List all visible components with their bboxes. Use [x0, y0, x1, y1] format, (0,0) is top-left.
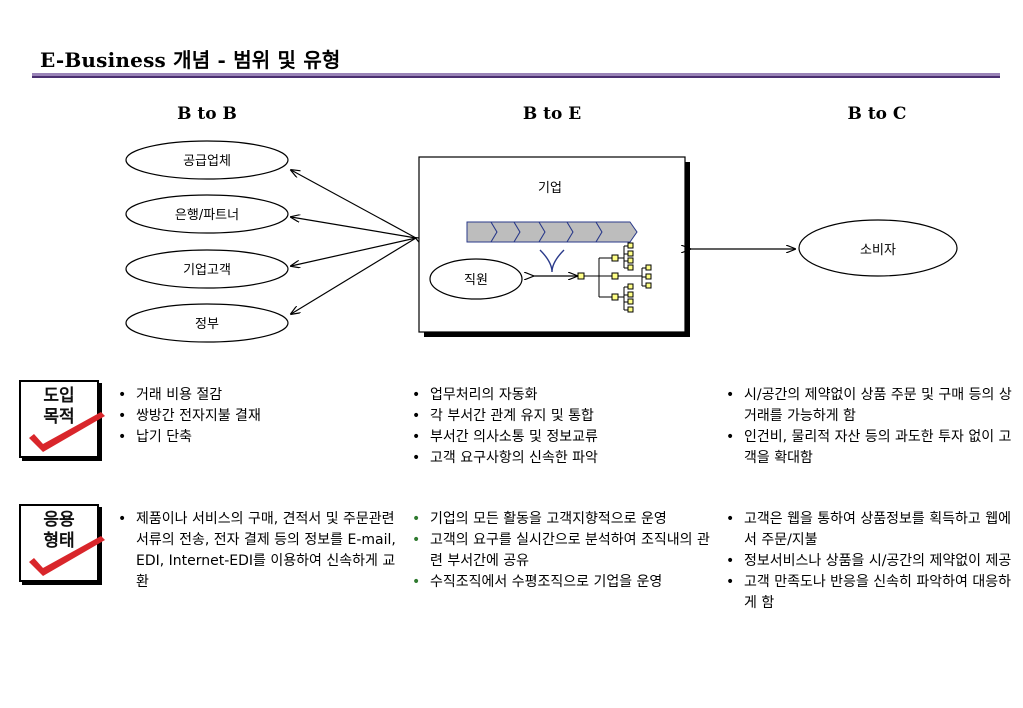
purpose-label-line2: 목적	[43, 407, 75, 427]
list-item: 시/공간의 제약없이 상품 주문 및 구매 등의 상거래를 가능하게 함	[726, 385, 1022, 427]
list-item: 납기 단축	[118, 427, 402, 448]
column-header-b2b: B to B	[177, 104, 237, 124]
list-item: 제품이나 서비스의 구매, 견적서 및 주문관련 서류의 전송, 전자 결제 등…	[118, 509, 407, 593]
list-item: 쌍방간 전자지불 결재	[118, 406, 402, 427]
list-item: 고객 요구사항의 신속한 파악	[412, 448, 716, 469]
check-mark-icon	[29, 412, 105, 452]
column-header-b2c: B to C	[847, 104, 907, 124]
employee-node	[429, 258, 523, 300]
usage-label-line1: 응용	[43, 510, 75, 530]
b2b-node-customer	[125, 249, 289, 289]
list-item: 고객은 웹을 통하여 상품정보를 획득하고 웹에서 주문/지불	[726, 509, 1022, 551]
list-item: 정보서비스나 상품을 시/공간의 제약없이 제공	[726, 551, 1022, 572]
enterprise-label: 기업	[538, 181, 562, 196]
title-rule	[32, 73, 1000, 76]
b2b-label-government: 정부	[195, 317, 219, 332]
org-chart-icon	[577, 242, 652, 313]
list-item: 업무처리의 자동화	[412, 385, 716, 406]
usage-b2e-list: 기업의 모든 활동을 고객지향적으로 운영 고객의 요구를 실시간으로 분석하여…	[412, 509, 718, 593]
b2b-node-supplier	[125, 140, 289, 180]
purpose-b2b-list: 거래 비용 절감 쌍방간 전자지불 결재 납기 단축	[118, 385, 402, 448]
check-mark-icon	[29, 536, 105, 576]
title-rule-dark	[32, 76, 1000, 78]
b2b-node-government	[125, 303, 289, 343]
page-title: E-Business 개념 - 범위 및 유형	[40, 48, 341, 72]
usage-b2c-list: 고객은 웹을 통하여 상품정보를 획득하고 웹에서 주문/지불 정보서비스나 상…	[726, 509, 1022, 614]
enterprise-box	[418, 156, 686, 333]
usage-label-line2: 형태	[43, 531, 75, 551]
purpose-b2e-list: 업무처리의 자동화 각 부서간 관계 유지 및 통합 부서간 의사소통 및 정보…	[412, 385, 716, 469]
process-chevron-icon	[466, 221, 638, 243]
b2b-node-bank	[125, 194, 289, 234]
list-item: 고객 만족도나 반응을 신속히 파악하여 대응하게 함	[726, 572, 1022, 614]
purpose-b2c-list: 시/공간의 제약없이 상품 주문 및 구매 등의 상거래를 가능하게 함 인건비…	[726, 385, 1022, 469]
list-item: 고객의 요구를 실시간으로 분석하여 조직내의 관련 부서간에 공유	[412, 530, 718, 572]
column-header-b2e: B to E	[522, 104, 582, 124]
usage-b2b-list: 제품이나 서비스의 구매, 견적서 및 주문관련 서류의 전송, 전자 결제 등…	[118, 509, 407, 593]
consumer-label: 소비자	[860, 243, 896, 258]
list-item: 수직조직에서 수평조직으로 기업을 운영	[412, 572, 718, 593]
list-item: 기업의 모든 활동을 고객지향적으로 운영	[412, 509, 718, 530]
list-item: 인건비, 물리적 자산 등의 과도한 투자 없이 고객을 확대함	[726, 427, 1022, 469]
employee-label: 직원	[464, 273, 488, 288]
b2b-label-supplier: 공급업체	[183, 154, 231, 169]
b2b-label-customer: 기업고객	[183, 263, 231, 278]
list-item: 거래 비용 절감	[118, 385, 402, 406]
list-item: 부서간 의사소통 및 정보교류	[412, 427, 716, 448]
list-item: 각 부서간 관계 유지 및 통합	[412, 406, 716, 427]
purpose-label-line1: 도입	[43, 386, 75, 406]
consumer-node	[798, 219, 958, 277]
b2b-arrows	[291, 170, 416, 314]
b2b-label-bank: 은행/파트너	[174, 208, 240, 223]
